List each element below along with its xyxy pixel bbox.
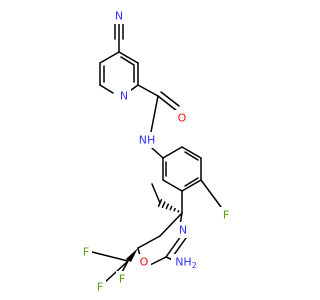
cf3-fluorine-bottom-label: F bbox=[94, 279, 106, 295]
carbonyl-to-nh-bond bbox=[150, 95, 159, 133]
aryl-fluorine-label: F bbox=[220, 207, 232, 223]
phenyl-bond bbox=[162, 146, 183, 159]
svg-text:NH2: NH2 bbox=[175, 256, 197, 270]
methyl-bond bbox=[151, 183, 161, 204]
bond-layer bbox=[91, 22, 222, 284]
aryl-f-bond bbox=[200, 179, 222, 208]
cf3-fluorine-right-label: F bbox=[116, 271, 128, 287]
svg-text:O: O bbox=[178, 112, 187, 125]
carbonyl-double-bond bbox=[157, 95, 178, 112]
phenyl-bond bbox=[162, 179, 183, 192]
amino-nh2-label: NH2 bbox=[171, 254, 201, 270]
phenyl-inner-double-bond bbox=[184, 151, 199, 161]
cf3-solid-wedge bbox=[126, 248, 138, 262]
oxazine-bond bbox=[137, 235, 161, 249]
nitrile-nitrogen-label: N bbox=[112, 8, 126, 24]
phenyl-bond bbox=[181, 179, 202, 192]
phenyl-inner-double-bond bbox=[184, 177, 199, 187]
pyridine-nitrogen-label: N bbox=[117, 88, 131, 104]
oxazine-nitrogen-label: N bbox=[176, 222, 190, 238]
methyl-hashed-wedge bbox=[165, 203, 170, 210]
svg-text:F: F bbox=[223, 209, 229, 222]
svg-text:F: F bbox=[83, 246, 89, 259]
oxazine-double-bond bbox=[165, 235, 182, 258]
pyridine-bond bbox=[118, 51, 139, 64]
svg-text:N: N bbox=[120, 90, 128, 103]
svg-text:NH: NH bbox=[139, 134, 156, 147]
phenyl-bond bbox=[181, 146, 202, 159]
svg-text:F: F bbox=[97, 281, 103, 294]
pyridine-bond bbox=[99, 84, 114, 94]
oxazine-oxygen-label: O bbox=[137, 254, 151, 270]
svg-text:O: O bbox=[140, 256, 149, 269]
svg-text:N: N bbox=[179, 224, 187, 237]
pyridine-bond bbox=[99, 51, 120, 64]
oxazine-bond bbox=[159, 212, 183, 237]
svg-text:F: F bbox=[119, 273, 125, 286]
methyl-hashed-wedge bbox=[173, 207, 176, 212]
atom-label-layer: N N O NH F N O NH2 bbox=[80, 8, 232, 295]
carbonyl-oxygen-label: O bbox=[175, 110, 189, 126]
methyl-hashed-wedge bbox=[169, 205, 173, 211]
molecule-structure-diagram: N N O NH F N O NH2 bbox=[80, 8, 232, 295]
cf3-fluorine-left-label: F bbox=[80, 244, 92, 260]
ring-to-carbonyl-bond bbox=[137, 84, 159, 97]
methyl-hashed-wedge bbox=[161, 201, 166, 209]
nh-to-phenyl-bond bbox=[151, 147, 164, 159]
svg-text:N: N bbox=[115, 10, 123, 23]
carbonyl-double-bond bbox=[160, 91, 180, 107]
oxazine-bond bbox=[149, 256, 167, 266]
amide-nh-label: NH bbox=[136, 132, 158, 148]
cf3-f-bond bbox=[91, 251, 129, 262]
pyridine-inner-double-bond bbox=[120, 56, 135, 66]
